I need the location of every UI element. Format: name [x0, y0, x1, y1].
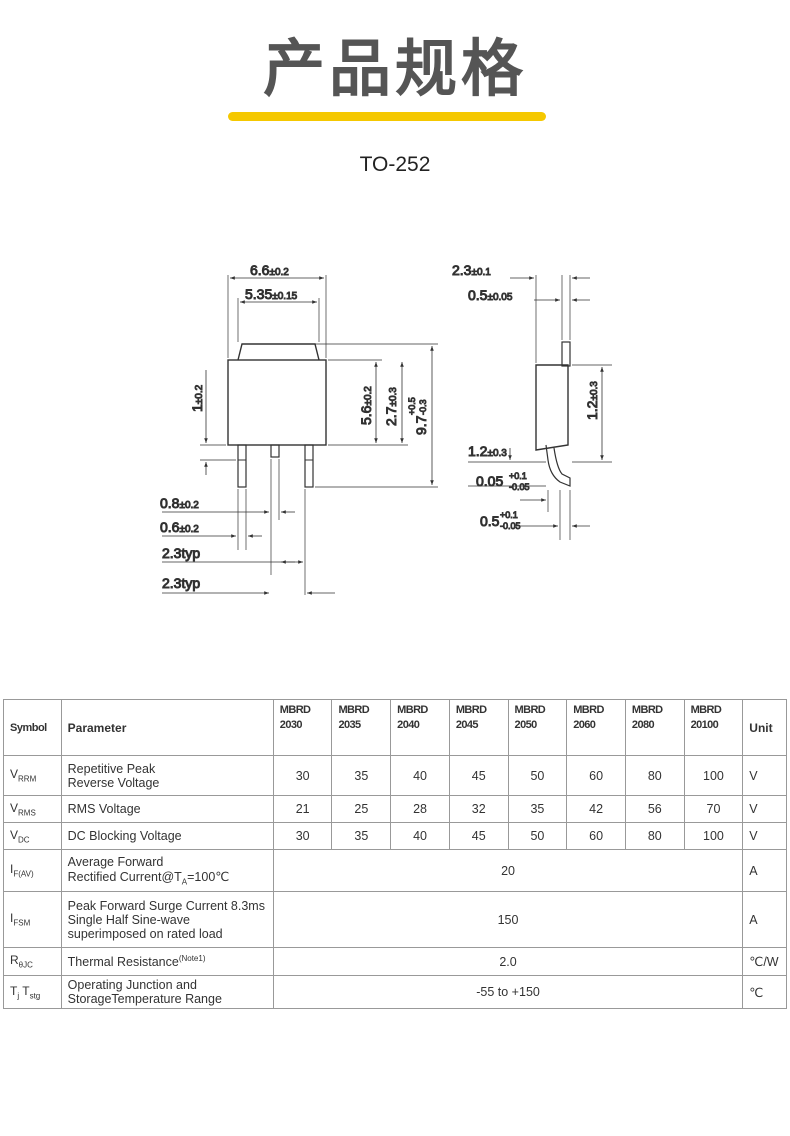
page-title: 产品规格: [262, 32, 527, 105]
dim-tab-width: 5.35±0.15: [245, 286, 298, 302]
dim-side-lead-tol-dn: -0.05: [500, 521, 521, 531]
dim-lead-width: 0.8±0.2: [160, 495, 199, 511]
dim-side-height: 1.2±0.3: [584, 381, 600, 420]
parameter-cell: Thermal Resistance(Note1): [60, 947, 274, 976]
unit-cell: V: [742, 755, 787, 796]
value-cell: 100: [683, 822, 744, 850]
dim-side-standoff-tol-dn: -0.05: [509, 482, 530, 492]
dim-body-lead-height: 2.7±0.3: [383, 387, 399, 426]
symbol-cell: IF(AV): [3, 849, 62, 892]
unit-cell: V: [742, 822, 787, 850]
symbol-cell: VDC: [3, 822, 62, 850]
parameter-cell: RMS Voltage: [60, 795, 274, 823]
header-symbol: Symbol: [3, 699, 62, 756]
value-cell: 60: [566, 755, 626, 796]
value-cell: 35: [331, 822, 392, 850]
unit-cell: ℃: [742, 975, 787, 1009]
dim-total-height-tol-up: +0.5: [407, 397, 417, 415]
dim-lead-thickness: 0.6±0.2: [160, 519, 199, 535]
dim-pitch-2: 2.3typ: [162, 575, 200, 591]
value-cell: 35: [331, 755, 392, 796]
value-cell: 50: [507, 822, 568, 850]
value-cell: 40: [390, 822, 450, 850]
dim-total-height: 9.7: [413, 415, 429, 435]
side-view: [468, 275, 612, 540]
value-cell: 60: [566, 822, 626, 850]
value-cell: 2.0: [272, 947, 744, 976]
header-unit: Unit: [742, 699, 787, 756]
front-view: [162, 275, 438, 595]
dim-tab-height: 1±0.2: [189, 384, 205, 412]
dim-body-width: 6.6±0.2: [250, 262, 289, 278]
dim-side-lead: 0.5: [480, 513, 500, 529]
dim-total-height-tol-dn: -0.3: [418, 399, 428, 415]
value-cell: 100: [683, 755, 744, 796]
dim-pitch-1: 2.3typ: [162, 545, 200, 561]
dim-side-foot: 1.2±0.3: [468, 443, 507, 459]
value-cell: 50: [507, 755, 568, 796]
dim-side-standoff-tol-up: +0.1: [509, 471, 527, 481]
value-cell: 25: [331, 795, 392, 823]
value-cell: 56: [624, 795, 685, 823]
symbol-cell: VRMS: [3, 795, 62, 823]
value-cell: -55 to +150: [272, 975, 744, 1009]
symbol-cell: RθJC: [3, 947, 62, 976]
value-cell: 32: [448, 795, 509, 823]
unit-cell: A: [742, 891, 787, 948]
unit-cell: V: [742, 795, 787, 823]
dim-body-height: 5.6±0.2: [358, 386, 374, 425]
dim-side-standoff: 0.05: [476, 473, 503, 489]
value-cell: 80: [624, 755, 685, 796]
value-cell: 40: [390, 755, 450, 796]
table-row: VRMS RMS Voltage 21 25 28 32 35 42 56 70…: [3, 795, 787, 823]
symbol-cell: Tj Tstg: [3, 975, 62, 1009]
value-cell: 30: [272, 755, 333, 796]
symbol-cell: IFSM: [3, 891, 62, 948]
value-cell: 70: [683, 795, 744, 823]
package-outline-drawing: 6.6±0.2 5.35±0.15 1±0.2 5.6±0.2 2.7±0.3 …: [160, 262, 612, 595]
value-cell: 42: [566, 795, 626, 823]
table-row: RθJC Thermal Resistance(Note1) 2.0 ℃/W: [3, 947, 787, 976]
header-parameter: Parameter: [60, 699, 274, 756]
table-row: VDC DC Blocking Voltage 30 35 40 45 50 6…: [3, 822, 787, 850]
value-cell: 28: [390, 795, 450, 823]
value-cell: 45: [448, 822, 509, 850]
value-cell: 21: [272, 795, 333, 823]
title-underline: [228, 112, 546, 121]
unit-cell: A: [742, 849, 787, 892]
value-cell: 45: [448, 755, 509, 796]
value-cell: 150: [272, 891, 744, 948]
value-cell: 20: [272, 849, 744, 892]
value-cell: 35: [507, 795, 568, 823]
dim-side-tab-thickness: 0.5±0.05: [468, 287, 513, 303]
dim-side-lead-tol-up: +0.1: [500, 510, 518, 520]
dim-side-thickness: 2.3±0.1: [452, 262, 491, 278]
symbol-cell: VRRM: [3, 755, 62, 796]
package-name: TO-252: [359, 153, 431, 176]
parameter-cell: DC Blocking Voltage: [60, 822, 274, 850]
value-cell: 30: [272, 822, 333, 850]
value-cell: 80: [624, 822, 685, 850]
unit-cell: ℃/W: [742, 947, 787, 976]
